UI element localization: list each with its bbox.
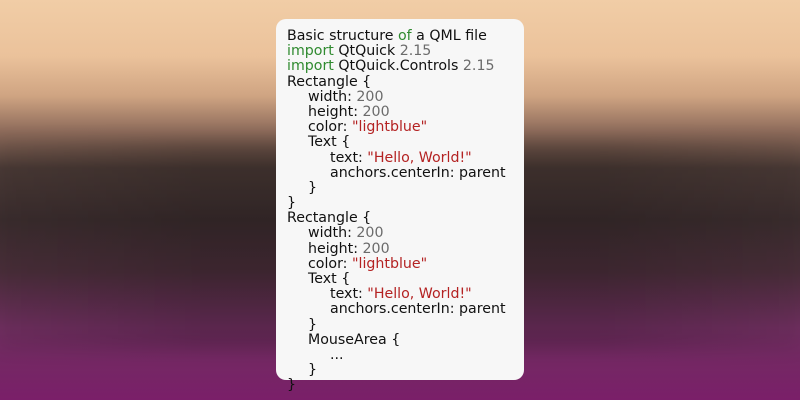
text-open-line: Text { xyxy=(308,134,351,151)
color-line: color: "lightblue" xyxy=(287,255,524,272)
property-value: 200 xyxy=(362,103,390,120)
color-line: color: "lightblue" xyxy=(287,120,524,135)
import-keyword: import xyxy=(287,43,334,60)
close-brace-line: } xyxy=(308,179,318,196)
property-value: 200 xyxy=(362,240,390,257)
height-line: height: 200 xyxy=(287,240,524,257)
width-line: width: 200 xyxy=(287,226,524,241)
property-value: 200 xyxy=(356,88,384,105)
rectangle-open-line: Rectangle { xyxy=(287,210,372,227)
anchors-line: anchors.centerIn: parent xyxy=(330,164,506,181)
property-value: "lightblue" xyxy=(351,255,428,272)
import-version: 2.15 xyxy=(462,58,495,75)
import-line-2: import QtQuick.Controls 2.15 xyxy=(287,59,524,74)
code-card: Basic structure of a QML file import QtQ… xyxy=(276,19,524,393)
text-property-line: text: "Hello, World!" xyxy=(287,149,524,166)
import-module: QtQuick xyxy=(333,43,400,60)
ellipsis-line: ... xyxy=(330,346,344,363)
property-key: height: xyxy=(308,240,363,257)
text-open-line: Text { xyxy=(308,271,351,287)
property-value: 200 xyxy=(356,225,384,242)
import-keyword: import xyxy=(287,58,334,75)
close-brace-line: } xyxy=(308,362,318,379)
close-brace-line: } xyxy=(287,377,297,394)
import-line-1: import QtQuick 2.15 xyxy=(287,44,524,59)
import-version: 2.15 xyxy=(399,43,432,60)
property-value: "lightblue" xyxy=(351,119,428,136)
close-brace-line: } xyxy=(308,316,318,333)
code-title-line: Basic structure of a QML file xyxy=(287,28,524,44)
code-title-keyword: of xyxy=(397,28,412,44)
mousearea-open-line: MouseArea { xyxy=(308,331,401,348)
property-key: width: xyxy=(308,225,357,242)
property-key: color: xyxy=(308,119,352,136)
property-key: color: xyxy=(308,255,352,272)
property-key: text: xyxy=(330,149,368,166)
property-key: height: xyxy=(308,103,363,120)
width-line: width: 200 xyxy=(287,88,524,105)
import-module: QtQuick.Controls xyxy=(333,58,463,75)
text-property-line: text: "Hello, World!" xyxy=(287,287,524,302)
property-value: "Hello, World!" xyxy=(367,149,472,166)
property-value: "Hello, World!" xyxy=(367,286,472,303)
code-title-suffix: a QML file xyxy=(411,28,487,44)
rectangle-open-line: Rectangle { xyxy=(287,73,372,90)
height-line: height: 200 xyxy=(287,103,524,120)
anchors-line: anchors.centerIn: parent xyxy=(330,301,506,318)
property-key: text: xyxy=(330,286,368,303)
property-key: width: xyxy=(308,88,357,105)
code-title-prefix: Basic structure xyxy=(287,28,398,44)
close-brace-line: } xyxy=(287,195,297,212)
